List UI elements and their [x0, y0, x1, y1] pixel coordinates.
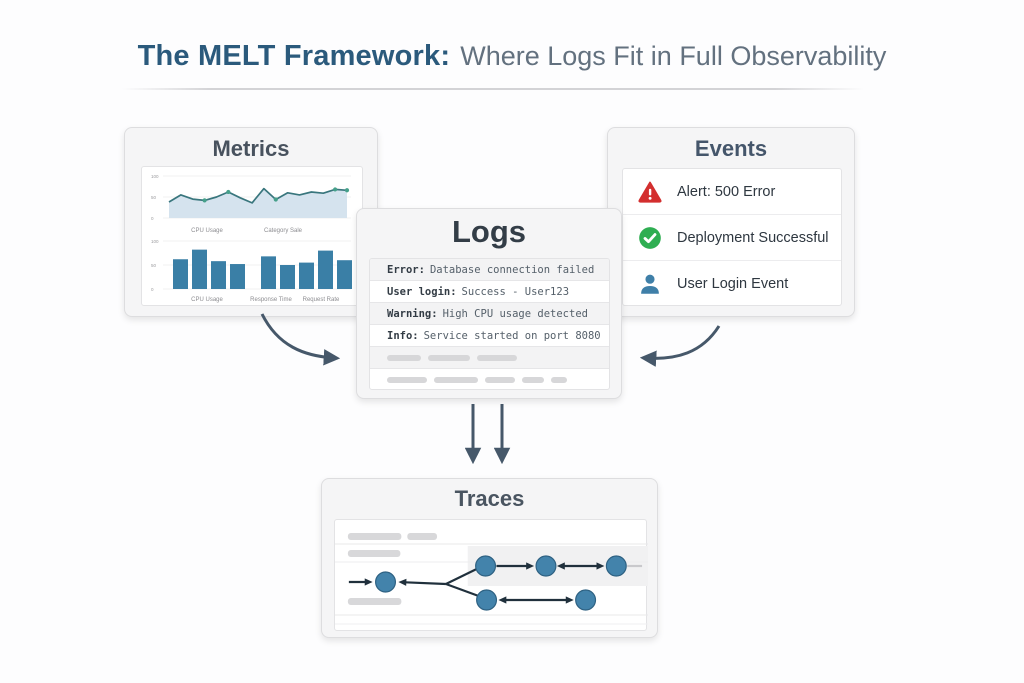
svg-text:Request Rate: Request Rate [303, 297, 340, 303]
log-placeholder-row [370, 347, 609, 369]
events-panel: Alert: 500 Error Deployment Successful U… [622, 168, 842, 306]
title-subtitle: Where Logs Fit in Full Observability [460, 41, 887, 71]
event-row-alert: Alert: 500 Error [623, 169, 841, 215]
svg-text:Response Time: Response Time [250, 297, 292, 303]
log-entry-info: Info: Service started on port 8080 [370, 325, 609, 347]
alert-triangle-icon [638, 181, 662, 203]
trace-placeholder-bar [407, 533, 438, 540]
trace-node-span-2 [475, 555, 497, 577]
event-label: Alert: 500 Error [677, 183, 776, 200]
page-title: The MELT Framework: Where Logs Fit in Ful… [0, 40, 1024, 73]
trace-node-span-5 [605, 555, 627, 577]
event-row-deployment: Deployment Successful [623, 215, 841, 261]
traces-panel [334, 519, 648, 631]
log-text: Success - User123 [461, 285, 570, 298]
log-key: Error: [387, 263, 425, 276]
svg-text:CPU Usage: CPU Usage [191, 297, 223, 303]
metrics-card-title: Metrics [212, 136, 290, 161]
log-key: User login: [387, 285, 457, 298]
user-icon [641, 274, 659, 294]
trace-placeholder-bar [347, 533, 402, 540]
trace-node-span-4 [535, 555, 557, 577]
log-entry-warning: Warning: High CPU usage detected [370, 303, 609, 325]
events-card: Events Alert: 500 Error Deployment Succe… [607, 127, 855, 317]
logs-card: Logs Error: Database connection failed U… [356, 208, 622, 399]
trace-node-span-6 [575, 589, 597, 611]
trace-node-span-1 [375, 571, 397, 593]
log-key: Warning: [387, 307, 438, 320]
svg-text:100: 100 [151, 239, 159, 244]
event-label: User Login Event [677, 276, 789, 292]
svg-text:50: 50 [151, 263, 157, 268]
event-label: Deployment Successful [677, 229, 829, 246]
log-text: Service started on port 8080 [423, 329, 601, 342]
title-main: The MELT Framework: [137, 40, 451, 72]
svg-text:50: 50 [151, 195, 157, 200]
svg-text:100: 100 [151, 174, 159, 179]
trace-node-span-3 [476, 589, 498, 611]
svg-text:Category Sale: Category Sale [264, 228, 303, 234]
svg-text:CPU Usage: CPU Usage [191, 228, 223, 234]
log-entry-user-login: User login: Success - User123 [370, 281, 609, 303]
traces-card: Traces [321, 478, 658, 638]
trace-placeholder-bar [347, 550, 401, 557]
event-row-user-login: User Login Event [623, 261, 841, 307]
traces-card-title: Traces [454, 486, 525, 511]
trace-placeholder-bar [347, 598, 402, 605]
svg-text:0: 0 [151, 287, 154, 292]
logs-card-title: Logs [451, 214, 527, 249]
logs-panel: Error: Database connection failed User l… [369, 258, 610, 390]
svg-text:0: 0 [151, 216, 154, 221]
events-to-logs-arrow [639, 325, 721, 367]
log-key: Info: [387, 329, 419, 342]
log-placeholder-row [370, 369, 609, 389]
log-text: Database connection failed [429, 263, 595, 276]
check-circle-icon [639, 226, 661, 249]
events-card-title: Events [694, 136, 768, 161]
log-text: High CPU usage detected [442, 307, 588, 320]
metrics-to-logs-arrow [260, 313, 341, 366]
title-divider [122, 88, 864, 90]
trace-span-graph [335, 533, 648, 625]
log-entry-error: Error: Database connection failed [370, 259, 609, 281]
